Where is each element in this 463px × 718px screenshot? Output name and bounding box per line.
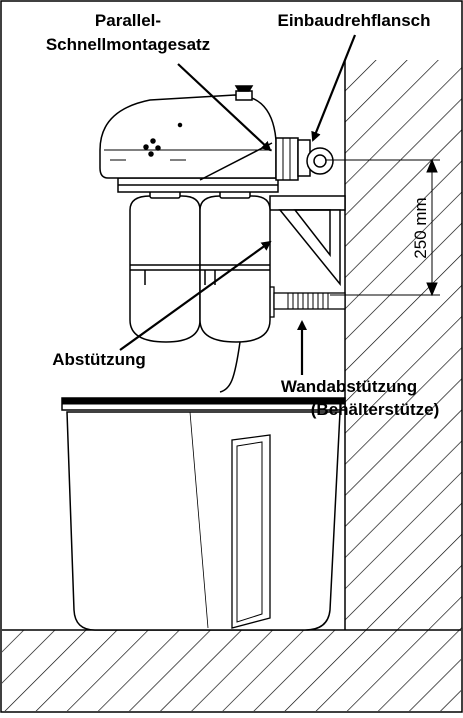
control-head — [99, 85, 279, 193]
dimension-250mm — [325, 158, 440, 297]
wall — [344, 60, 462, 630]
dimension-label: 250 mm — [411, 197, 430, 258]
wall-bracket — [269, 195, 346, 287]
floor — [2, 629, 461, 711]
label-parallel-kit-line2: Schnellmontagesatz — [46, 35, 210, 54]
arrow-support — [119, 240, 272, 351]
label-wall-support-line1: Wandabstützung — [281, 377, 417, 396]
label-flange: Einbaudrehflansch — [277, 11, 430, 30]
brine-tank — [61, 397, 346, 631]
wall-support-rod — [267, 286, 346, 318]
rotary-flange — [275, 137, 334, 181]
label-support: Abstützung — [52, 350, 145, 369]
label-parallel-kit-line1: Parallel- — [95, 11, 161, 30]
drain-tube — [219, 341, 241, 393]
arrow-flange — [311, 34, 357, 142]
leader-lines — [119, 34, 357, 375]
arrow-parallel-kit — [177, 63, 272, 152]
label-wall-support-line2: (Behälterstütze) — [311, 400, 439, 419]
pressure-vessels — [129, 187, 271, 343]
